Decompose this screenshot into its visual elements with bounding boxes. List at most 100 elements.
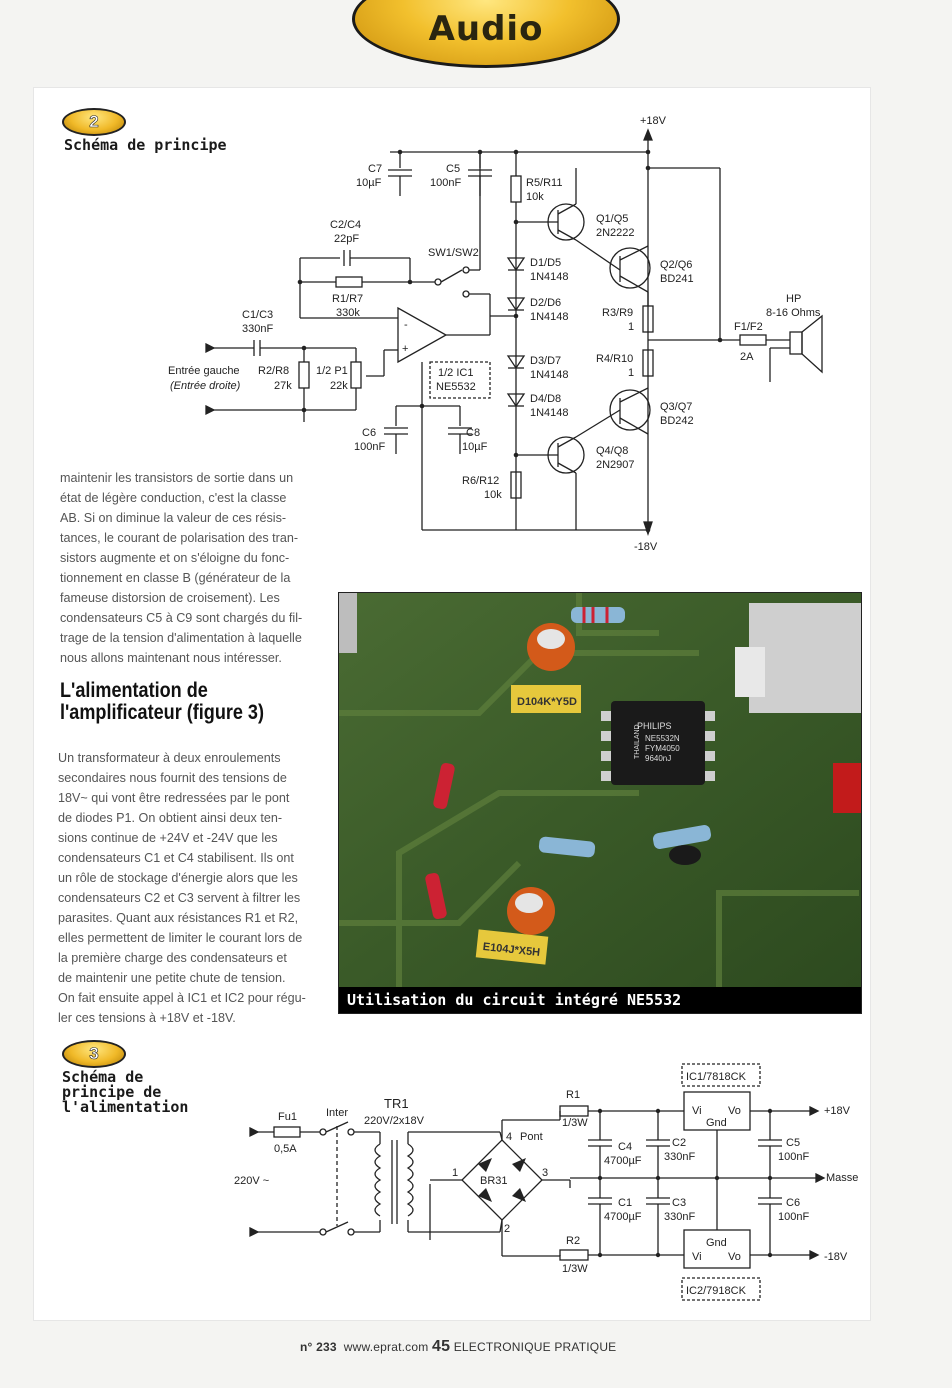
r4-value: 1: [628, 367, 634, 379]
d1-name: D1/D5: [530, 257, 561, 269]
r2-value: 27k: [274, 380, 292, 392]
d1-value: 1N4148: [530, 271, 569, 283]
photo-caption: Utilisation du circuit intégré NE5532: [339, 987, 861, 1013]
c3-value: 330nF: [664, 1211, 695, 1223]
r5-value: 10k: [526, 191, 544, 203]
supply-pos-label: +18V: [640, 115, 667, 127]
r6-name: R6/R12: [462, 475, 499, 487]
supply-neg-label: -18V: [634, 541, 658, 553]
input-left-label: Entrée gauche: [168, 365, 240, 377]
q1-value: 2N2222: [596, 227, 635, 239]
q3-value: BD242: [660, 415, 694, 427]
c4-value: 4700µF: [604, 1155, 642, 1167]
fuse-name: Fu1: [278, 1111, 297, 1123]
out-neg-label: -18V: [824, 1251, 848, 1263]
r3-name: R3/R9: [602, 307, 633, 319]
figure-2-title: Schéma de principe: [64, 136, 227, 154]
capacitor-label-2: E104J*X5H: [482, 941, 540, 959]
ic1-vi: Vi: [692, 1105, 702, 1117]
amplifier-schematic: +18V -18V C7 10µF C5 100nF C2/C4 22pF R1…: [168, 115, 823, 553]
section-title: L'alimentation de l'amplificateur (figur…: [60, 679, 265, 724]
body-text-2: Un transformateur à deux enroulements se…: [58, 751, 306, 1025]
d4-value: 1N4148: [530, 407, 569, 419]
c7-value: 10µF: [356, 177, 382, 189]
r1-value: 330k: [336, 307, 360, 319]
ic-value: NE5532: [436, 381, 476, 393]
figure-3-title: Schéma de principe de l'alimentation: [62, 1068, 189, 1116]
fuse-name: F1/F2: [734, 321, 763, 333]
c5-name: C5: [446, 163, 460, 175]
page-footer: n° 233 www.eprat.com 45 ELECTRONIQUE PRA…: [300, 1338, 616, 1356]
r2-value: 1/3W: [562, 1263, 588, 1275]
c5-value: 100nF: [778, 1151, 809, 1163]
footer-issue-prefix: n°: [300, 1340, 313, 1354]
ic2-vi: Vi: [692, 1251, 702, 1263]
chip-line-3: 9640nJ: [645, 754, 671, 763]
figure-2-badge: 2: [62, 108, 126, 136]
opamp-plus: +: [402, 343, 408, 355]
ic2-gnd: Gnd: [706, 1237, 727, 1249]
d4-name: D4/D8: [530, 393, 561, 405]
ic1-name: IC1/7818CK: [686, 1071, 747, 1083]
c2-value: 22pF: [334, 233, 359, 245]
d3-value: 1N4148: [530, 369, 569, 381]
r6-value: 10k: [484, 489, 502, 501]
capacitor-label-1: D104K*Y5D: [517, 696, 577, 708]
out-gnd-label: Masse: [826, 1172, 858, 1184]
c2-name: C2/C4: [330, 219, 361, 231]
c1-name: C1: [618, 1197, 632, 1209]
section-header-label: Audio: [428, 9, 544, 49]
r4-name: R4/R10: [596, 353, 633, 365]
p1-value: 22k: [330, 380, 348, 392]
chip-line-2: FYM4050: [645, 744, 680, 753]
bridge-pin-4: 4: [506, 1131, 512, 1143]
p1-name: 1/2 P1: [316, 365, 348, 377]
q4-value: 2N2907: [596, 459, 635, 471]
c8-name: C8: [466, 427, 480, 439]
q2-value: BD241: [660, 273, 694, 285]
speaker-name: HP: [786, 293, 801, 305]
d3-name: D3/D7: [530, 355, 561, 367]
bridge-label: Pont: [520, 1131, 543, 1143]
footer-site: www.eprat.com: [343, 1340, 429, 1354]
c6-name: C6: [362, 427, 376, 439]
ic1-vo: Vo: [728, 1105, 741, 1117]
opamp-minus: -: [404, 319, 408, 331]
q4-name: Q4/Q8: [596, 445, 628, 457]
q1-name: Q1/Q5: [596, 213, 628, 225]
c5-name: C5: [786, 1137, 800, 1149]
c2-name: C2: [672, 1137, 686, 1149]
footer-issue-number: 233: [316, 1340, 337, 1354]
ic1-gnd: Gnd: [706, 1117, 727, 1129]
ic2-name: IC2/7918CK: [686, 1285, 747, 1297]
transformer-value: 220V/2x18V: [364, 1115, 425, 1127]
r2-name: R2: [566, 1235, 580, 1247]
q2-name: Q2/Q6: [660, 259, 692, 271]
power-supply-schematic: Fu1 0,5A Inter 220V ~ TR1 220V/2x18V BR3…: [234, 1063, 858, 1301]
chip-line-1: NE5532N: [645, 734, 680, 743]
c6-name: C6: [786, 1197, 800, 1209]
r1-value: 1/3W: [562, 1117, 588, 1129]
input-right-label: (Entrée droite): [170, 380, 241, 392]
c6-value: 100nF: [354, 441, 385, 453]
switch-label: Inter: [326, 1107, 348, 1119]
c2-value: 330nF: [664, 1151, 695, 1163]
body-text-1: maintenir les transistors de sortie dans…: [60, 471, 303, 665]
chip-origin: THAILAND: [634, 724, 641, 759]
figure-2-number: 2: [89, 112, 99, 132]
chip-brand: PHILIPS: [637, 721, 672, 731]
speaker-value: 8-16 Ohms: [766, 307, 821, 319]
c4-name: C4: [618, 1141, 632, 1153]
c1-value: 330nF: [242, 323, 273, 335]
bridge-pin-3: 3: [542, 1167, 548, 1179]
fuse-value: 0,5A: [274, 1143, 297, 1155]
bridge-name: BR31: [480, 1175, 508, 1187]
ic2-vo: Vo: [728, 1251, 741, 1263]
bridge-pin-1: 1: [452, 1167, 458, 1179]
switch-name: SW1/SW2: [428, 247, 479, 259]
d2-value: 1N4148: [530, 311, 569, 323]
figure-3-badge: 3: [62, 1040, 126, 1068]
footer-page-number: 45: [431, 1338, 451, 1355]
c1-name: C1/C3: [242, 309, 273, 321]
